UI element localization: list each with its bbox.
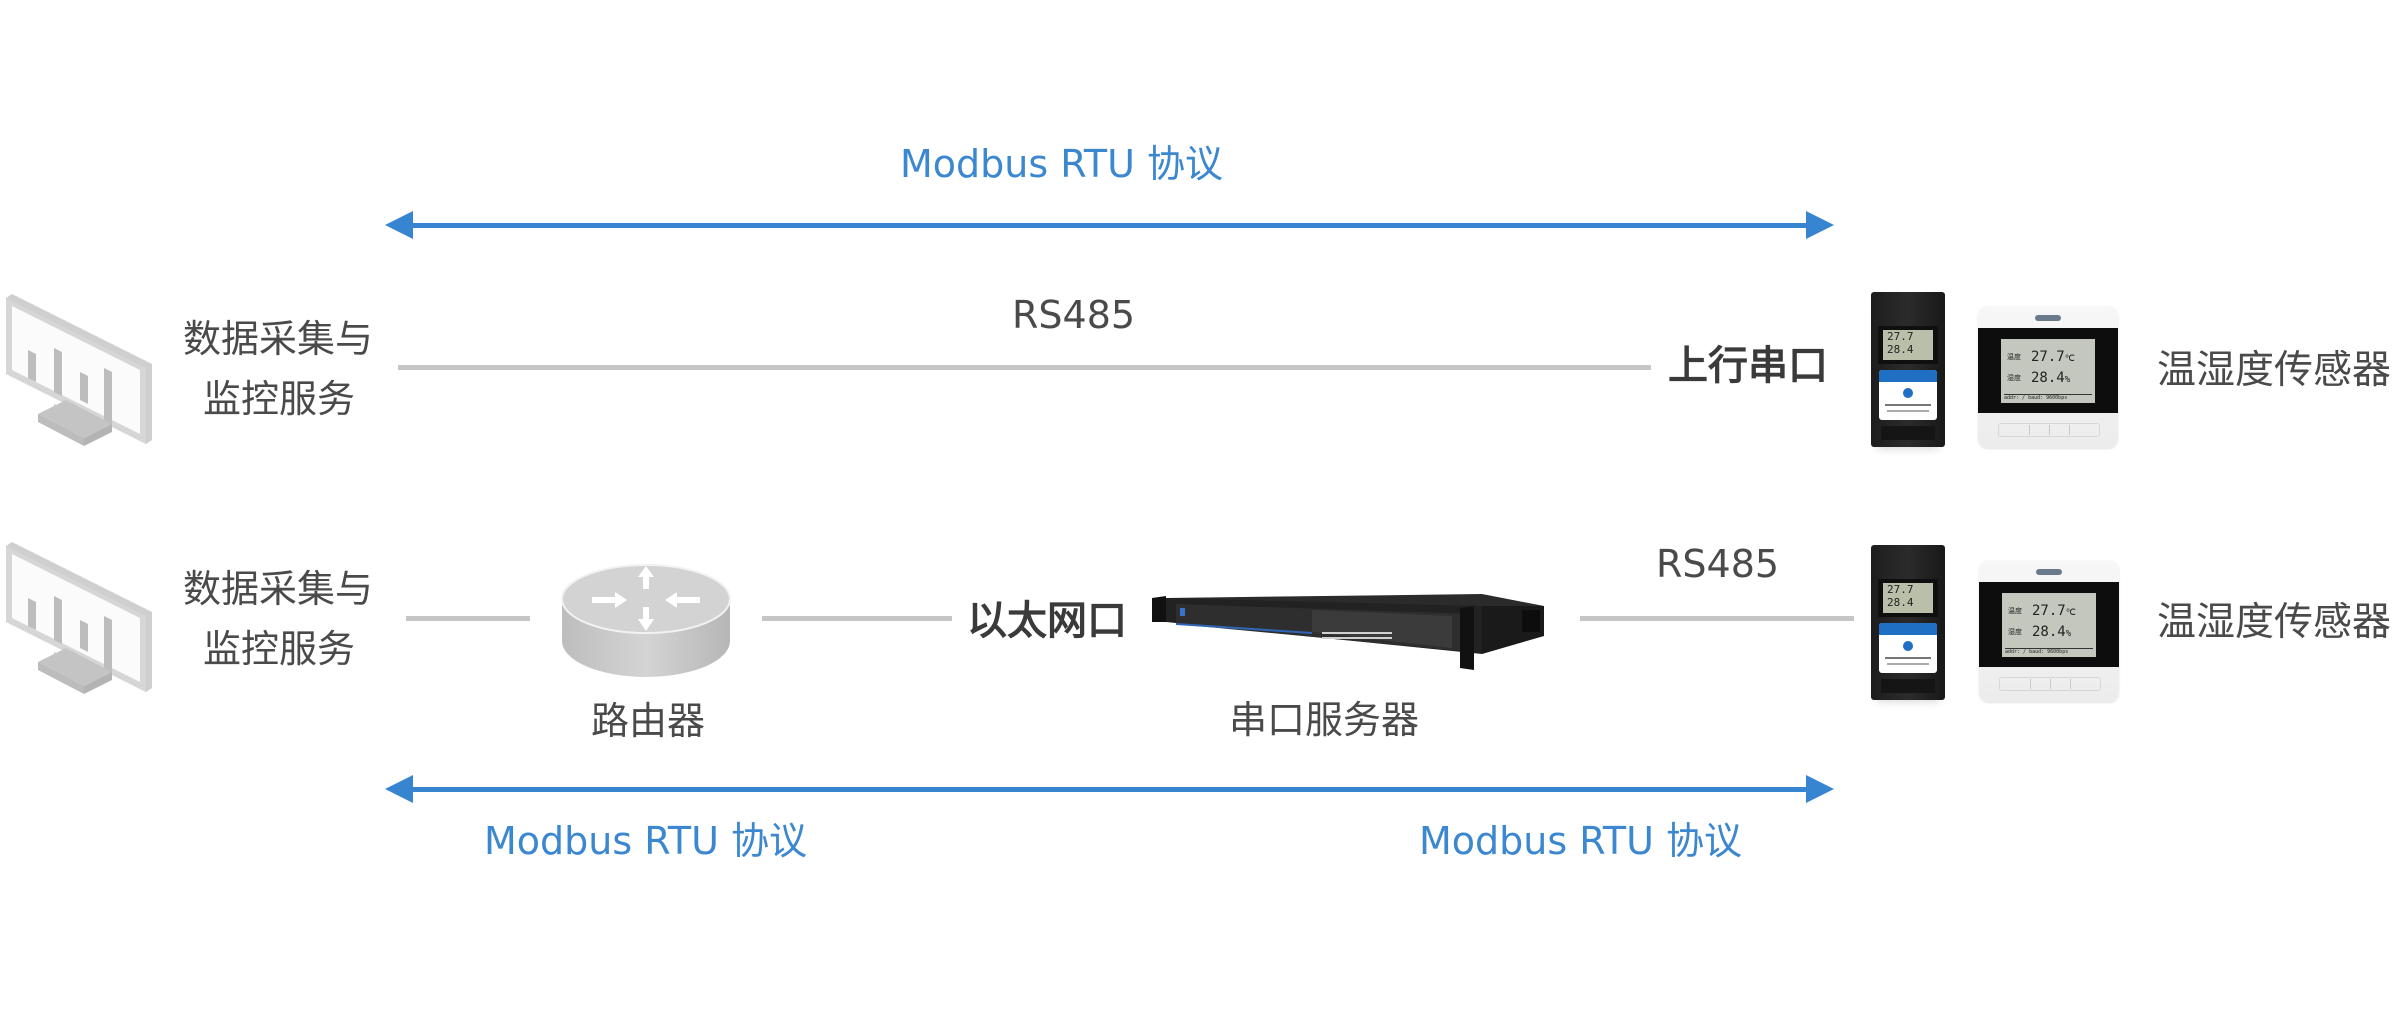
brand-logo-icon <box>1903 641 1913 651</box>
black-sensor-hum: 28.4 <box>1887 343 1914 356</box>
row1-client-label-line2: 监控服务 <box>203 377 356 421</box>
temp-key: 温度 <box>2007 353 2021 361</box>
hum-key: 湿度 <box>2007 374 2021 382</box>
panel-footer: addr: / baud: 9600bps <box>2004 395 2068 401</box>
hum-unit: % <box>2064 375 2071 385</box>
panel-hum: 28.4 <box>2031 370 2065 386</box>
monitor-icon <box>6 542 152 694</box>
row1-sensor-label: 温湿度传感器 <box>2157 348 2392 393</box>
arrow-right-head-icon <box>1806 211 1834 239</box>
brand-logo-icon <box>2036 569 2062 575</box>
bottom-protocol-arrow <box>410 787 1810 792</box>
router-label: 路由器 <box>591 699 706 743</box>
arrow-right-head-icon <box>1806 775 1834 803</box>
row1-client-label-line1: 数据采集与 <box>183 317 374 361</box>
hum-key: 湿度 <box>2008 628 2022 636</box>
arrow-left-head-icon <box>385 775 413 803</box>
monitor-icon <box>6 294 152 446</box>
serial-server-icon <box>1152 594 1544 670</box>
row2-client-label-line2: 监控服务 <box>203 627 356 671</box>
top-protocol-label: Modbus RTU 协议 <box>900 142 1223 186</box>
panel-footer: addr: / baud: 9600bps <box>2005 649 2069 655</box>
bottom-protocol-label-left: Modbus RTU 协议 <box>484 819 807 863</box>
router-icon <box>561 564 731 677</box>
row2-port-label: 以太网口 <box>967 598 1127 644</box>
panel-hum: 28.4 <box>2032 624 2066 640</box>
row2-client-label-line1: 数据采集与 <box>183 567 374 611</box>
bottom-protocol-label-right: Modbus RTU 协议 <box>1419 819 1742 863</box>
panel-sensor-white: 温度 27.7℃ 湿度 28.4% addr: / baud: 9600bps <box>1978 306 2118 448</box>
arrow-left-head-icon <box>385 211 413 239</box>
top-protocol-arrow <box>410 223 1810 228</box>
black-sensor-temp: 27.7 <box>1887 330 1914 343</box>
row1-rs485-connector <box>398 365 1651 370</box>
row2-connector-router-server <box>762 616 952 621</box>
brand-logo-icon <box>1903 388 1913 398</box>
panel-temp: 27.7 <box>2032 603 2066 619</box>
row1-port-label: 上行串口 <box>1668 343 1828 389</box>
temp-unit: ℃ <box>2065 608 2076 618</box>
row2-sensor-label: 温湿度传感器 <box>2157 600 2392 645</box>
brand-logo-icon <box>2035 315 2061 321</box>
temp-key: 温度 <box>2008 607 2022 615</box>
temp-unit: ℃ <box>2064 354 2075 364</box>
row2-rs485-connector <box>1580 616 1854 621</box>
row2-connector-client-router <box>406 616 530 621</box>
black-sensor-temp: 27.7 <box>1887 583 1914 596</box>
row1-link-label: RS485 <box>1012 293 1136 337</box>
server-label: 串口服务器 <box>1229 698 1420 742</box>
hum-unit: % <box>2065 629 2072 639</box>
row2-link-label: RS485 <box>1656 542 1780 586</box>
black-sensor-hum: 28.4 <box>1887 596 1914 609</box>
panel-sensor-white: 温度 27.7℃ 湿度 28.4% addr: / baud: 9600bps <box>1979 560 2119 702</box>
panel-temp: 27.7 <box>2031 349 2065 365</box>
